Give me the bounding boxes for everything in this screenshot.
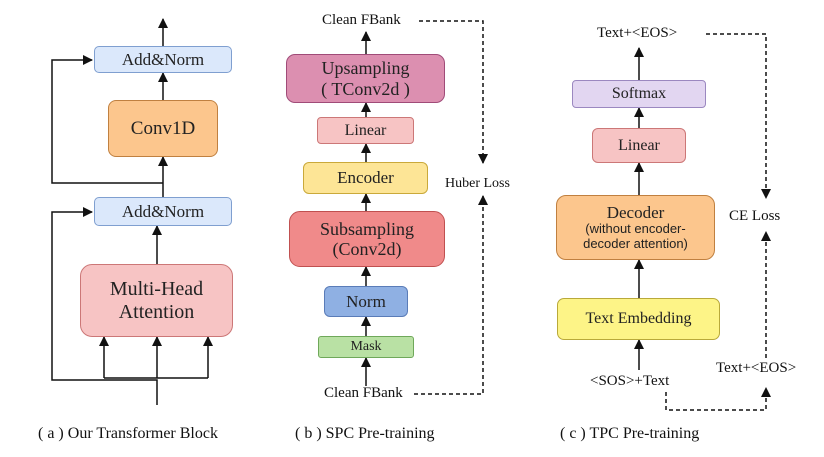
subsampling-line1: Subsampling: [319, 218, 414, 239]
panel-a-arrows: [51, 18, 213, 405]
linear-c-label: Linear: [618, 136, 660, 154]
decoder-line3: decoder attention): [583, 236, 688, 252]
linear-b-box: Linear: [317, 117, 414, 144]
clean-fbank-bottom-label: Clean FBank: [324, 385, 403, 401]
decoder-box: Decoder (without encoder- decoder attent…: [556, 195, 715, 260]
softmax-box: Softmax: [572, 80, 706, 108]
mask-box: Mask: [318, 336, 414, 358]
add-norm-bottom-box: Add&Norm: [94, 197, 232, 226]
mha-line2: Attention: [118, 300, 195, 323]
upsampling-line2: ( TConv2d ): [321, 78, 410, 99]
caption-b: ( b ) SPC Pre-training: [295, 425, 435, 442]
encoder-label: Encoder: [337, 168, 394, 188]
decoder-line1: Decoder: [606, 203, 665, 223]
ce-loss-label: CE Loss: [729, 208, 781, 224]
subsampling-line2: (Conv2d): [332, 239, 402, 259]
softmax-label: Softmax: [611, 85, 667, 103]
caption-c: ( c ) TPC Pre-training: [560, 425, 700, 442]
decoder-line2: (without encoder-: [585, 221, 686, 237]
linear-c-box: Linear: [592, 128, 686, 163]
text-embedding-box: Text Embedding: [557, 298, 720, 340]
add-norm-bottom-label: Add&Norm: [121, 201, 205, 221]
linear-b-label: Linear: [344, 121, 387, 139]
caption-a: ( a ) Our Transformer Block: [38, 425, 218, 442]
upsampling-box: Upsampling ( TConv2d ): [286, 54, 445, 103]
subsampling-box: Subsampling (Conv2d): [289, 211, 445, 267]
multi-head-attention-box: Multi-Head Attention: [80, 264, 233, 337]
encoder-box: Encoder: [303, 162, 428, 194]
panel-b-loss-dashed: [414, 20, 488, 395]
add-norm-top-box: Add&Norm: [94, 46, 232, 73]
norm-box: Norm: [324, 286, 408, 317]
sos-text-label: <SOS>+Text: [590, 373, 670, 389]
conv1d-label: Conv1D: [130, 117, 196, 139]
add-norm-top-label: Add&Norm: [121, 49, 205, 69]
mask-label: Mask: [350, 339, 382, 355]
norm-label: Norm: [346, 291, 386, 311]
text-eos-top-label: Text+<EOS>: [597, 25, 678, 41]
upsampling-line1: Upsampling: [321, 58, 410, 79]
huber-loss-label: Huber Loss: [445, 176, 510, 191]
mha-line1: Multi-Head: [109, 278, 204, 301]
conv1d-box: Conv1D: [108, 100, 218, 157]
clean-fbank-top-label: Clean FBank: [322, 12, 401, 28]
text-embedding-label: Text Embedding: [585, 310, 692, 328]
text-eos-right-label: Text+<EOS>: [716, 360, 797, 376]
panel-c-loss-dashed: [665, 33, 771, 411]
